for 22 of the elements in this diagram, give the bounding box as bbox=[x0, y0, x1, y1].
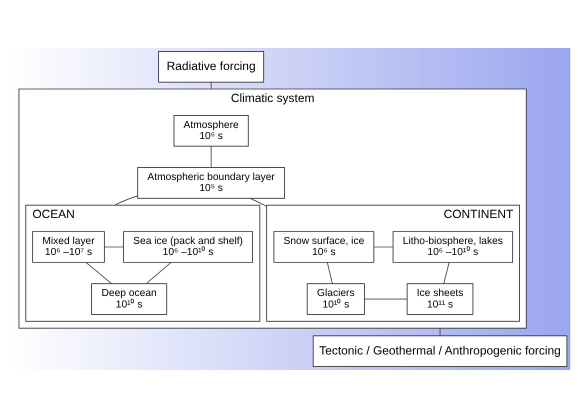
connector bbox=[86, 262, 112, 284]
connector bbox=[210, 82, 212, 90]
node-box: Litho-biosphere, lakes 10⁶ –10¹⁰ s bbox=[392, 231, 514, 263]
connector bbox=[114, 196, 138, 206]
node-box: Atmosphere 10⁶ s bbox=[174, 115, 249, 147]
node-box: Deep ocean 10¹⁰ s bbox=[91, 283, 168, 315]
connector bbox=[374, 246, 394, 248]
node-box: Atmospheric boundary layer 10⁵ s bbox=[137, 167, 286, 199]
node-box: Glaciers 10¹⁰ s bbox=[306, 283, 365, 315]
node-box: Radiative forcing bbox=[158, 50, 264, 83]
connector bbox=[326, 262, 333, 284]
node-box: Tectonic / Geothermal / Anthropogenic forcing bbox=[312, 335, 568, 368]
node-box: Mixed layer 10⁶ –10⁷ s bbox=[32, 231, 105, 263]
node-box: Snow surface, ice 10⁶ s bbox=[273, 231, 374, 263]
connector bbox=[364, 298, 408, 300]
connector bbox=[104, 246, 124, 248]
connector bbox=[146, 262, 172, 284]
connector bbox=[250, 198, 268, 207]
node-box: Sea ice (pack and shelf) 10⁶ –10¹⁰ s bbox=[123, 231, 253, 263]
connector bbox=[210, 146, 212, 168]
connector bbox=[443, 262, 450, 284]
node-box: Ice sheets 10¹¹ s bbox=[406, 283, 474, 315]
